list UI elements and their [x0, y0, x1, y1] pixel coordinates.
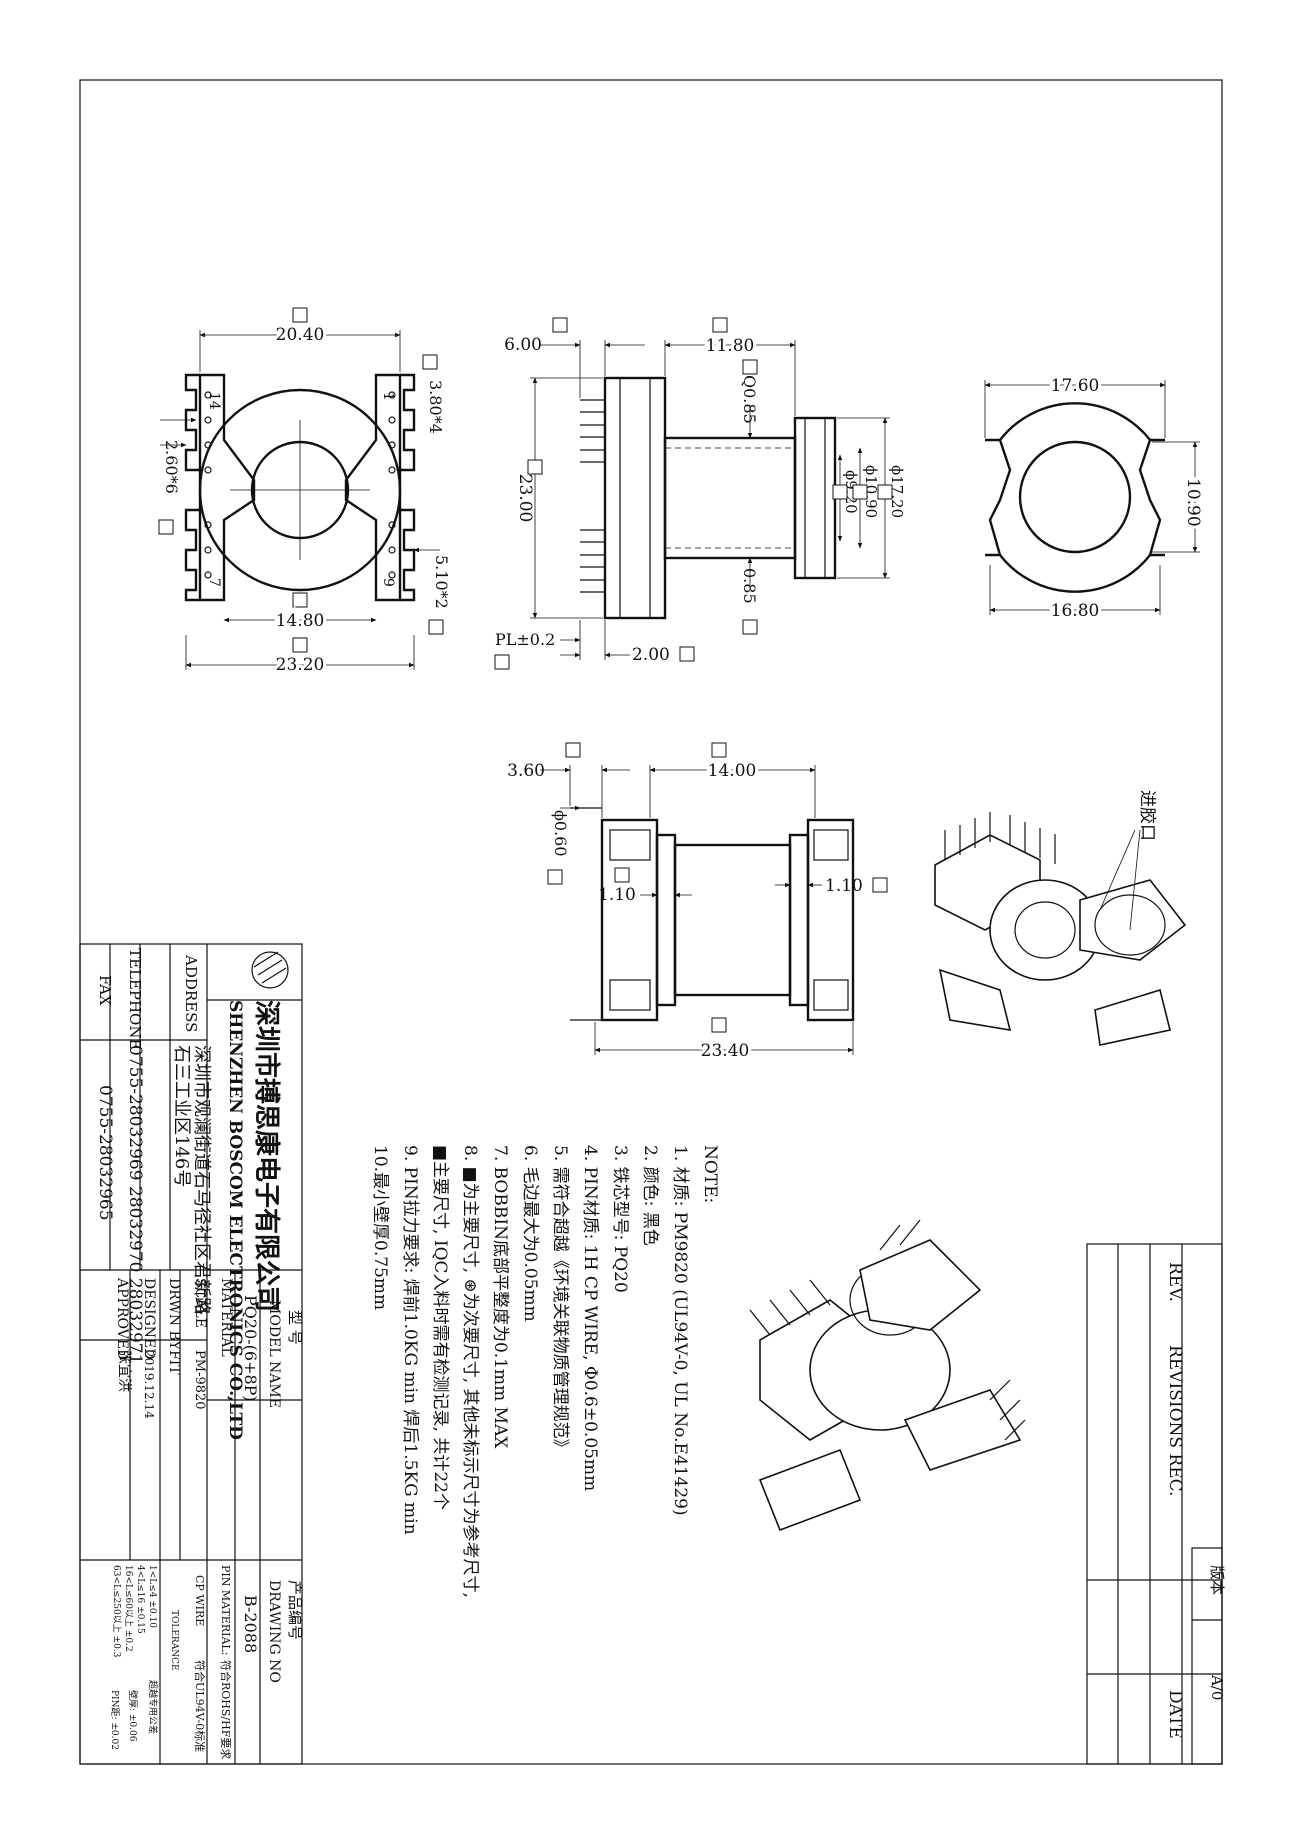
pin-label-9: 9: [380, 578, 396, 587]
dim-bot-m: 14.00: [708, 761, 757, 781]
company-name-cn: 深圳市搏思康电子有限公司: [251, 1000, 282, 1312]
fax-label: FAX: [96, 975, 114, 1006]
note-8: 8. ■为主要尺寸, ⊛为次要尺寸, 其他未标示尺寸为参考尺寸,: [460, 1145, 480, 1598]
revision-table: REV. REVISIONS REC. DATE 版本 A/0: [1086, 1243, 1226, 1765]
designed-label: DESIGNED: [141, 1278, 157, 1359]
dim-side-length: 11.80: [706, 336, 755, 356]
dim-side-flange: 6.00: [504, 335, 542, 355]
revisions-label: REVISIONS REC.: [1165, 1345, 1185, 1496]
drwn-value: 2019.12.14: [142, 1350, 156, 1419]
drwn-label: DRWN BY: [166, 1278, 182, 1351]
dim-left-pitch: 2.60*6: [162, 440, 181, 494]
dim-side-thk-bot: 0.85: [740, 568, 759, 604]
dim-end-height: 10.90: [1183, 478, 1203, 527]
dim-bot-total: 23.40: [701, 1041, 750, 1061]
dim-end-width-top: 17.60: [1051, 376, 1100, 396]
rev-label: REV.: [1165, 1262, 1185, 1302]
model-value: PQ20-(6+8P): [241, 1295, 260, 1402]
company-name-en: SHENZHEN BOSCOM ELECTRONICS CO.,LTD: [225, 1000, 245, 1440]
side-view: 6.00 11.80 23.00 Q0.85 0.85 ϕ17.20 ϕ10.9…: [494, 317, 906, 670]
dim-pl: PL±0.2: [495, 630, 555, 649]
cp-wire-label: CP WIRE: [193, 1575, 206, 1626]
dim-pin-len: 2.00: [632, 645, 670, 665]
tol-row-3: 16<L≤60以上 ±0.2: [123, 1565, 134, 1652]
drawing-label-en: DRAWING NO: [266, 1580, 282, 1683]
telephone-label: TELEPHONE: [126, 948, 144, 1049]
note-9: 9. PIN拉力要求: 焊前1.0KG min 焊后1.5KG min: [400, 1145, 420, 1535]
designed-value: 张宜洪: [116, 1350, 132, 1392]
approved-label: APPROVED: [114, 1277, 130, 1360]
note-10: 10.最小壁厚0.75mm: [370, 1145, 390, 1310]
tol-wall: 壁厚: ±0.06: [127, 1690, 139, 1742]
address-label: ADDRESS: [182, 954, 200, 1032]
dim-bot-n: 3.60: [507, 761, 545, 781]
dim-pin-pitch: 3.80*4: [426, 380, 445, 434]
drawing-label-cn: 产品编号: [286, 1580, 304, 1640]
tol-row-1: 1<L≤4 ±0.10: [147, 1565, 157, 1628]
model-label-cn: 型 号: [286, 1310, 304, 1345]
dim-bot-s: 1.10: [825, 876, 863, 896]
notes-block: NOTE: 1. 材质: PM9820 (UL94V-0, UL No.E414…: [370, 1145, 720, 1598]
note-4: 4. PIN材质: 1H CP WIRE, Φ0.6±0.05mm: [580, 1145, 600, 1491]
gate-label: 进胶口: [1137, 790, 1157, 841]
title-block: 深圳市搏思康电子有限公司 SHENZHEN BOSCOM ELECTRONICS…: [79, 943, 304, 1765]
tol-row-4: 63<L≤250以上 ±0.3: [111, 1565, 122, 1658]
scale-label: SCALE: [192, 1278, 208, 1328]
tol-row-2: 4<L≤16 ±0.15: [135, 1565, 145, 1634]
iso-view-bottom: [749, 1219, 1026, 1532]
sheet-border: [79, 79, 1223, 1765]
material-label: MATERIAL: [218, 1278, 234, 1357]
top-view: 20.40 23.20 14.80 14 1 7 9 3.80*4 2.60*6…: [158, 307, 451, 678]
note-3: 3. 铁芯型号: PQ20: [610, 1145, 630, 1293]
dim-bottom-inner: 14.80: [276, 611, 325, 631]
note-5: 5. 需符合超越《环境关联物质管理规范》: [550, 1145, 570, 1456]
dim-top-width: 20.40: [276, 325, 325, 345]
iso-view-right: 进胶口: [934, 790, 1187, 1046]
ver-label: 版本: [1208, 1565, 1226, 1595]
date-label: DATE: [1165, 1690, 1185, 1739]
dim-dia-outer: ϕ17.20: [888, 465, 906, 518]
end-view: 17.60 16.80 10.90: [984, 373, 1206, 624]
pin-label-1: 1: [380, 392, 396, 401]
dim-end-width-bot: 16.80: [1051, 601, 1100, 621]
notes-title: NOTE:: [700, 1145, 720, 1203]
address-line1: 深圳市观澜街道石马径社区君新路: [191, 1045, 212, 1315]
note-2: 2. 颜色: 黑色: [640, 1145, 660, 1246]
dim-dia-inner: ϕ9.20: [842, 470, 860, 514]
pin-material-label: PIN MATERIAL:: [219, 1565, 232, 1655]
dim-side-thk-top: Q0.85: [740, 375, 759, 424]
dim-dia-mid: ϕ10.90: [862, 465, 880, 518]
material-value: PM-9820: [192, 1350, 207, 1410]
note-7: 7. BOBBIN底部平整度为0.1mm MAX: [490, 1145, 510, 1449]
pin-label-7: 7: [206, 578, 222, 587]
dim-side-height: 23.00: [515, 474, 535, 523]
bottom-view: 3.60 14.00 ϕ0.60 1.10 1.10 23.40: [507, 742, 888, 1064]
scale-value: FIT: [166, 1350, 182, 1375]
tol-pin: PIN距: ±0.02: [109, 1690, 120, 1750]
company-logo: [251, 951, 289, 989]
ver-value: A/0: [1208, 1674, 1226, 1700]
fax-value: 0755-28032965: [95, 1085, 115, 1221]
note-6: 6. 毛边最大为0.05mm: [520, 1145, 540, 1322]
note-8b: ■主要尺寸, IQC入料时需有检测记录, 共计22个: [430, 1145, 450, 1510]
drawing-value: B-2088: [241, 1595, 260, 1653]
cp-wire-value: 符合UL94V-0标准: [193, 1660, 207, 1752]
dim-bot-pin-dia: ϕ0.60: [551, 810, 570, 857]
telephone-value: 0755-28032969 28032970 28032971: [125, 1045, 145, 1364]
tol-note: 超越专用公差: [147, 1680, 159, 1734]
dim-bot-l: 1.10: [598, 885, 636, 905]
dim-bottom-outer: 23.20: [276, 655, 325, 675]
model-label-en: MODEL NAME: [266, 1300, 282, 1408]
address-line2: 石三工业区146号: [171, 1045, 192, 1187]
note-1: 1. 材质: PM9820 (UL94V-0, UL No.E41429): [670, 1145, 690, 1516]
pin-material-value: 符合ROHS/HF要求: [219, 1660, 233, 1759]
pin-label-14: 14: [206, 392, 222, 410]
tolerance-label: TOLERANCE: [169, 1610, 179, 1671]
dim-right-gap: 5.10*2: [432, 555, 451, 609]
